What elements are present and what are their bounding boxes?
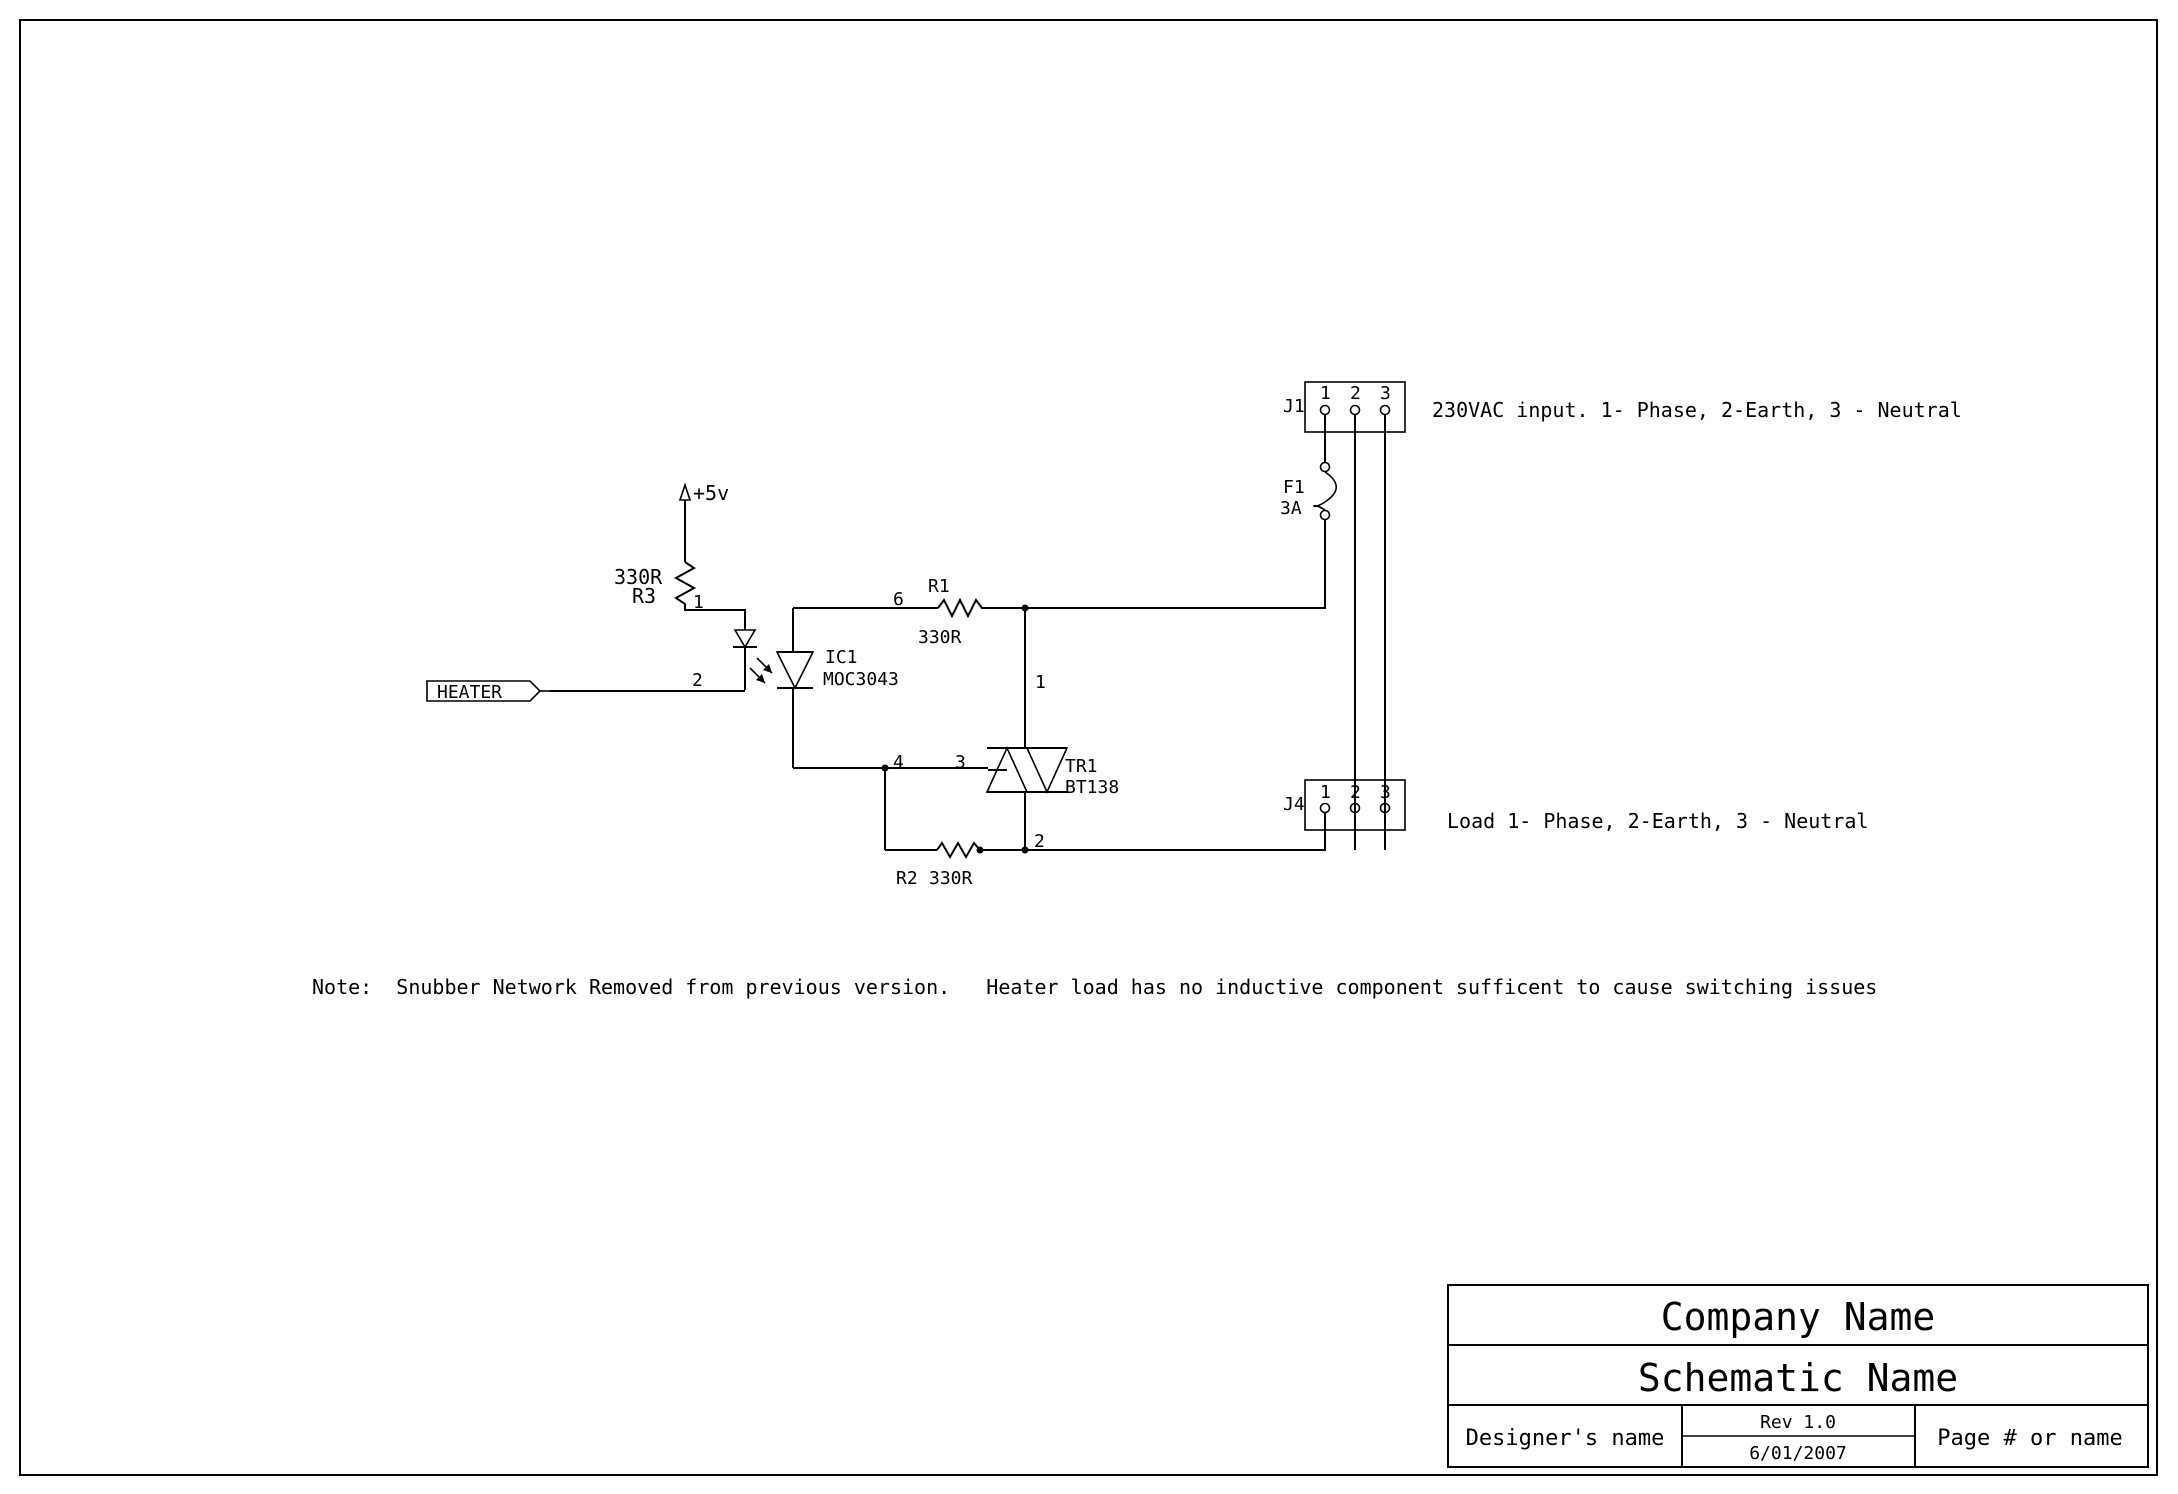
j4-description: Load 1- Phase, 2-Earth, 3 - Neutral <box>1447 809 1868 833</box>
power-label: +5v <box>693 481 729 505</box>
j4-ref: J4 <box>1283 794 1305 815</box>
tr1-ref: TR1 <box>1065 756 1098 777</box>
j1-pin-1: 1 <box>1320 383 1331 404</box>
title-date: 6/01/2007 <box>1749 1443 1847 1464</box>
fuse-f1 <box>1312 415 1338 530</box>
r1-ref: R1 <box>928 576 950 597</box>
title-company: Company Name <box>1661 1295 1936 1339</box>
ic1-pin-4: 4 <box>893 752 904 773</box>
j4-pin-1: 1 <box>1320 782 1331 803</box>
title-designer: Designer's name <box>1466 1426 1665 1451</box>
resistor-r2 <box>936 840 981 860</box>
tr1-pin-1: 1 <box>1035 672 1046 693</box>
j1-pin-3: 3 <box>1380 383 1391 404</box>
opto-led <box>733 629 773 690</box>
r3-ref: R3 <box>632 584 656 608</box>
ic1-part: MOC3043 <box>823 669 899 690</box>
triac-tr1 <box>985 746 1069 850</box>
resistor-r3 <box>673 561 697 608</box>
tr1-part: BT138 <box>1065 777 1119 798</box>
title-schematic: Schematic Name <box>1638 1356 1958 1400</box>
ic1-pin-6: 6 <box>893 589 904 610</box>
r3-pin-1: 1 <box>693 592 704 613</box>
design-note: Note: Snubber Network Removed from previ… <box>312 975 1877 999</box>
f1-ref: F1 <box>1283 477 1305 498</box>
sheet-border <box>19 19 2158 1476</box>
tr1-pin-3: 3 <box>955 752 966 773</box>
tr1-pin-2: 2 <box>1034 831 1045 852</box>
r3-value: 330R <box>614 565 663 589</box>
j1-pin-2: 2 <box>1350 383 1361 404</box>
opto-triac-ic1 <box>775 608 815 768</box>
title-block <box>1447 1284 2149 1468</box>
j4-pin-3: 3 <box>1380 782 1391 803</box>
r1-value: 330R <box>918 627 962 648</box>
power-symbol <box>678 482 692 562</box>
heater-pin-2: 2 <box>692 670 703 691</box>
r2-value: 330R <box>929 868 973 889</box>
r2-ref: R2 <box>896 868 918 889</box>
ic1-ref: IC1 <box>825 647 858 668</box>
connector-j4 <box>1304 779 1406 831</box>
heater-port <box>426 680 745 702</box>
title-rev: Rev 1.0 <box>1760 1412 1836 1433</box>
heater-label: HEATER <box>437 682 502 703</box>
f1-value: 3A <box>1280 498 1302 519</box>
j1-ref: J1 <box>1283 396 1305 417</box>
resistor-r1 <box>937 597 1024 619</box>
title-page: Page # or name <box>1937 1426 2122 1451</box>
j1-description: 230VAC input. 1- Phase, 2-Earth, 3 - Neu… <box>1432 398 1962 422</box>
j4-pin-2: 2 <box>1350 782 1361 803</box>
